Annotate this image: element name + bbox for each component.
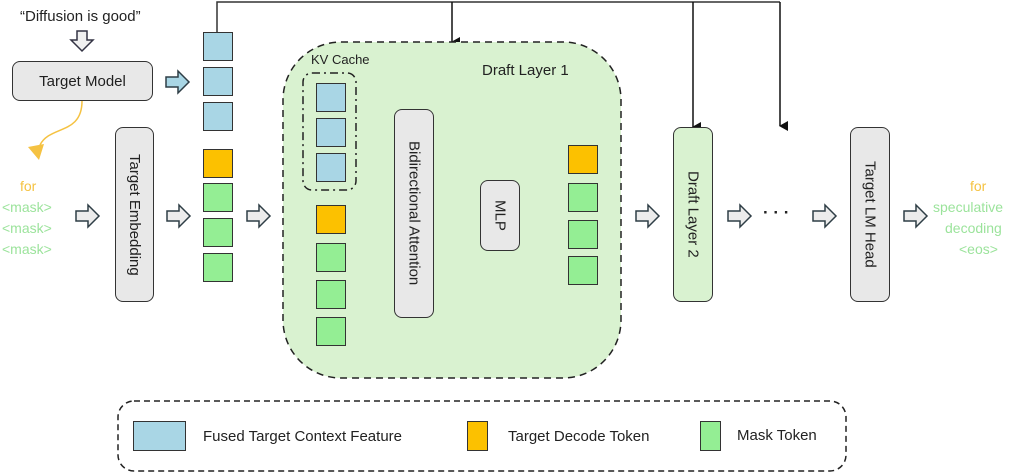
- decode-token: [316, 205, 346, 234]
- output-line-1: speculative: [933, 199, 1004, 215]
- context-bus-line: [216, 1, 780, 32]
- arrow-target-model-to-features: [165, 69, 191, 95]
- draft-layer-2-label: Draft Layer 2: [684, 171, 702, 258]
- fused-feature-token: [203, 67, 233, 96]
- arrow-draft-1-to-draft-2: [635, 203, 661, 229]
- mask-token-text-1: <mask>: [2, 199, 52, 215]
- mask-token: [316, 317, 346, 346]
- decode-token-arrowhead: [28, 144, 44, 160]
- kv-cache-token: [316, 153, 346, 182]
- mask-token: [316, 243, 346, 272]
- target-embedding-box: Target Embedding: [115, 127, 154, 302]
- arrow-input-to-embedding: [75, 203, 101, 229]
- arrow-ellipsis-to-lm-head: [812, 203, 838, 229]
- target-model-label: Target Model: [39, 72, 126, 90]
- arrow-embedding-to-tokens: [166, 203, 192, 229]
- legend-swatch-decode-token: [467, 421, 488, 451]
- mlp-label: MLP: [491, 200, 509, 231]
- mask-token: [203, 218, 233, 247]
- fused-feature-token: [203, 32, 233, 61]
- fused-feature-token: [203, 102, 233, 131]
- mask-token-text-3: <mask>: [2, 241, 52, 257]
- output-decode-token: [568, 145, 598, 174]
- arrow-lm-head-to-output: [903, 203, 929, 229]
- legend-swatch-fused-feature: [133, 421, 186, 451]
- output-mask-token: [568, 256, 598, 285]
- target-lm-head-label: Target LM Head: [861, 161, 879, 268]
- draft-layer-1-container: [282, 41, 622, 379]
- output-line-3: <eos>: [959, 241, 998, 257]
- legend-label-mask-token: Mask Token: [737, 427, 817, 444]
- output-line-2: decoding: [945, 220, 1002, 236]
- output-mask-token: [568, 220, 598, 249]
- arrow-tokens-to-draft-1: [246, 203, 272, 229]
- prompt-down-arrow: [69, 30, 95, 53]
- output-for-label: for: [970, 178, 987, 194]
- prompt-text: “Diffusion is good”: [20, 8, 141, 25]
- decode-token: [203, 149, 233, 178]
- mask-token-text-2: <mask>: [2, 220, 52, 236]
- decode-token-curve: [39, 100, 83, 146]
- mask-token: [203, 253, 233, 282]
- kv-cache-label: KV Cache: [311, 52, 370, 67]
- output-mask-token: [568, 183, 598, 212]
- target-model-box: Target Model: [12, 61, 153, 101]
- draft-layer-1-title: Draft Layer 1: [482, 62, 569, 79]
- ellipsis: · · ·: [763, 203, 790, 222]
- mlp-box: MLP: [480, 180, 520, 251]
- kv-cache-token: [316, 118, 346, 147]
- legend-label-fused-feature: Fused Target Context Feature: [203, 428, 402, 445]
- bidirectional-attention-box: Bidirectional Attention: [394, 109, 434, 318]
- legend-swatch-mask-token: [700, 421, 721, 451]
- target-embedding-label: Target Embedding: [126, 153, 143, 276]
- kv-cache-token: [316, 83, 346, 112]
- input-for-label: for: [20, 178, 37, 194]
- mask-token: [316, 280, 346, 309]
- target-lm-head-box: Target LM Head: [850, 127, 890, 302]
- arrow-draft-2-to-ellipsis: [727, 203, 753, 229]
- draft-layer-2-box: Draft Layer 2: [673, 127, 713, 302]
- mask-token: [203, 183, 233, 212]
- bidirectional-attention-label: Bidirectional Attention: [405, 141, 423, 286]
- legend-label-decode-token: Target Decode Token: [508, 428, 650, 445]
